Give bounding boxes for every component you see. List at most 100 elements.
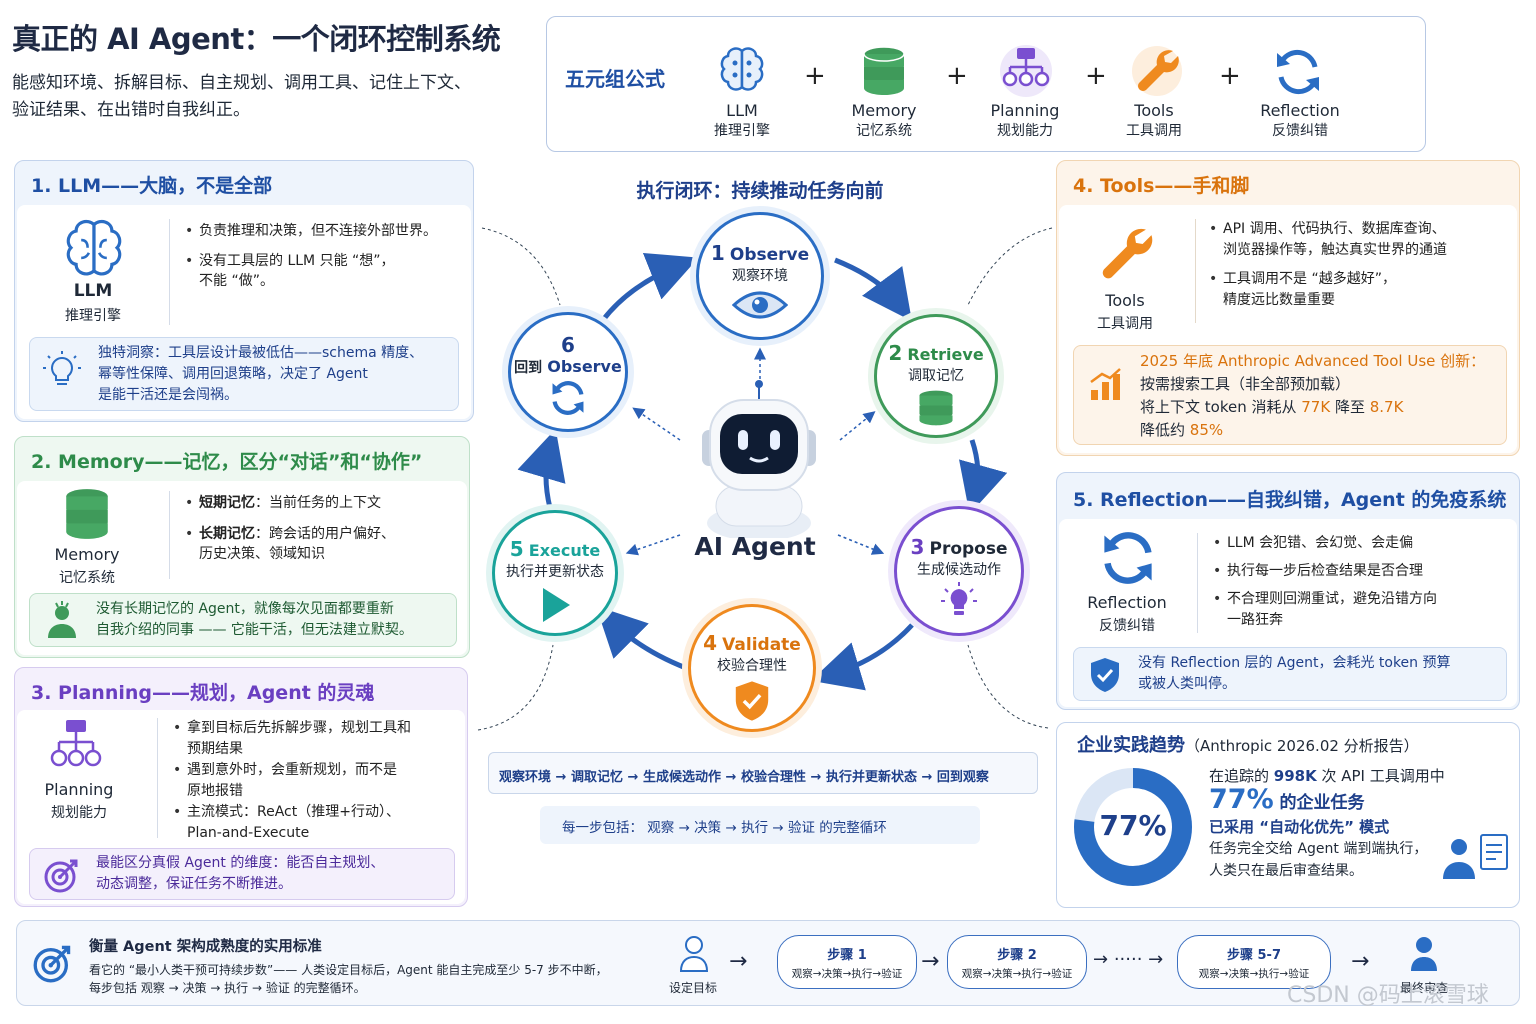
target-icon [33,945,71,983]
planning-panel: 3. Planning——规划，Agent 的灵魂 Planning 规划能力 … [14,667,468,907]
page-subtitle: 能感知环境、拆解目标、自主规划、调用工具、记住上下文、 验证结果、在出错时自我纠… [12,70,471,124]
brain-icon [66,219,122,276]
memory-label-cn: 记忆系统 [59,570,115,586]
reflection-note: 没有 Reflection 层的 Agent，会耗光 token 预算或被人类叫… [1073,647,1507,701]
final-label: 最终审查 [1399,981,1448,995]
tools-label-en: Tools [1105,291,1145,310]
person-icon [48,601,76,638]
enterprise-text: 在追踪的 998K 次 API 工具调用中 77% 的企业任务 已采用 “自动化… [1209,767,1445,879]
reflection-label-en: Reflection [1087,593,1167,612]
flow-sequence: 观察环境 → 调取记忆 → 生成候选动作 → 校验合理性 → 执行并更新状态 →… [499,770,989,785]
tools-label-cn: 工具调用 [1097,316,1153,332]
reflection-panel: 5. Reflection——自我纠错，Agent 的免疫系统 Reflecti… [1056,472,1520,710]
enterprise-panel: 企业实践趋势（Anthropic 2026.02 分析报告） 77% 在追踪的 … [1056,722,1520,908]
lightbulb-icon [941,582,977,615]
user-target-icon [679,936,709,972]
bottom-panel: 衡量 Agent 架构成熟度的实用标准 看它的 “最小人类干预可持续步数”—— … [16,920,1520,1008]
llm-bullets: 负责推理和决策，但不连接外部世界。 没有工具层的 LLM 只能 “想”， 不能 … [185,221,470,291]
planning-label-cn: 规划能力 [51,805,107,821]
page-title: 真正的 AI Agent：一个闭环控制系统 [12,22,501,56]
arrow: → [1351,949,1370,974]
planning-label-en: Planning [44,780,114,799]
enterprise-title: 企业实践趋势（Anthropic 2026.02 分析报告） [1077,735,1419,756]
node-propose: 3 Propose 生成候选动作 [894,506,1024,636]
tools-panel: 4. Tools——手和脚 Tools 工具调用 API 调用、代码执行、数据库… [1056,160,1520,456]
lightbulb-icon [43,351,81,385]
node-validate: 4 Validate 校验合理性 [688,604,816,732]
arrow: → ····· → [1093,949,1164,970]
subtitle-line-1: 能感知环境、拆解目标、自主规划、调用工具、记住上下文、 [12,73,471,93]
plus-sign: + [1219,61,1241,91]
database-icon [919,390,953,426]
subtitle-line-2: 验证结果、在出错时自我纠正。 [12,100,250,120]
bottom-title: 衡量 Agent 架构成熟度的实用标准 [89,939,322,955]
plus-sign: + [1085,61,1107,91]
hierarchy-icon [50,720,102,767]
node-execute: 5 Execute 执行并更新状态 [492,510,618,636]
memory-label-en: Memory [54,545,120,564]
tools-header: 4. Tools——手和脚 [1073,175,1250,197]
llm-label-cn: 推理引擎 [65,308,121,324]
loop-title: 执行闭环：持续推动任务向前 [636,180,884,202]
robot-icon [702,380,816,538]
refresh-icon [552,381,584,415]
watermark: CSDN @码上滚雪球 [1287,983,1489,1008]
database-icon [863,46,905,95]
reflection-header: 5. Reflection——自我纠错，Agent 的免疫系统 [1073,489,1507,511]
every-step-text: 每一步包括： 观察 → 决策 → 执行 → 验证 的完整循环 [562,820,887,836]
bar-chart-icon [1090,368,1121,400]
loop-arrows [477,227,1053,731]
planning-header: 3. Planning——规划，Agent 的灵魂 [31,682,375,704]
reviewer-icon [1411,937,1437,971]
play-icon [543,588,570,622]
llm-insight-note: 独特洞察：工具层设计最被低估——schema 精度、幂等性保障、调用回退策略，决… [29,337,459,411]
node-retrieve: 2 Retrieve 调取记忆 [874,314,998,438]
ai-agent-label: AI Agent [694,532,816,561]
goal-label: 设定目标 [668,981,717,995]
bottom-text: 看它的 “最小人类干预可持续步数”—— 人类设定目标后，Agent 能自主完成至… [89,963,608,995]
percent-donut [1074,768,1192,886]
memory-panel: 2. Memory——记忆，区分“对话”和“协作” Memory 记忆系统 短期… [14,436,470,658]
tools-note: 2025 年底 Anthropic Advanced Tool Use 创新： … [1073,345,1507,445]
wrench-icon [1102,228,1153,279]
reflection-label-cn: 反馈纠错 [1099,618,1155,634]
arrow: → [921,949,940,974]
flow-bar: 观察环境 → 调取记忆 → 生成候选动作 → 校验合理性 → 执行并更新状态 →… [488,752,1038,794]
shield-check-icon [1091,658,1119,692]
node-observe: 1 Observe 观察环境 [696,212,824,340]
refresh-icon [1277,50,1319,94]
shield-check-icon [735,681,769,721]
llm-label-en: LLM [73,281,113,301]
planning-note: 最能区分真假 Agent 的维度：能否自主规划、动态调整，保证任务不断推进。 [29,848,455,900]
brain-icon [720,47,764,91]
donut-label: 77% [1099,809,1167,842]
memory-note: 没有长期记忆的 Agent，就像每次见面都要重新自我介绍的同事 —— 它能干活，… [29,593,457,647]
arrow: → [729,949,748,974]
memory-header: 2. Memory——记忆，区分“对话”和“协作” [31,451,423,473]
llm-header: 1. LLM——大脑，不是全部 [31,175,273,197]
reviewer-icon [1443,834,1508,879]
plus-sign: + [946,61,968,91]
plus-sign: + [804,61,826,91]
reflection-bullets: LLM 会犯错、会幻觉、会走偏 执行每一步后检查结果是否合理 不合理则回溯重试，… [1213,533,1513,631]
every-step-bar: 每一步包括： 观察 → 决策 → 执行 → 验证 的完整循环 [540,806,980,844]
formula-title: 五元组公式 [565,67,665,91]
refresh-icon [1104,532,1152,584]
eye-icon [731,291,789,319]
hierarchy-icon [1000,45,1052,97]
node-return-observe: 6 回到 Observe [508,312,628,432]
target-icon [44,859,78,893]
llm-panel: 1. LLM——大脑，不是全部 LLM 推理引擎 负责推理和决策，但不连接外部世… [14,160,474,422]
database-icon [66,489,108,539]
tools-bullets: API 调用、代码执行、数据库查询、浏览器操作等，触达真实世界的通道 工具调用不… [1209,219,1514,311]
